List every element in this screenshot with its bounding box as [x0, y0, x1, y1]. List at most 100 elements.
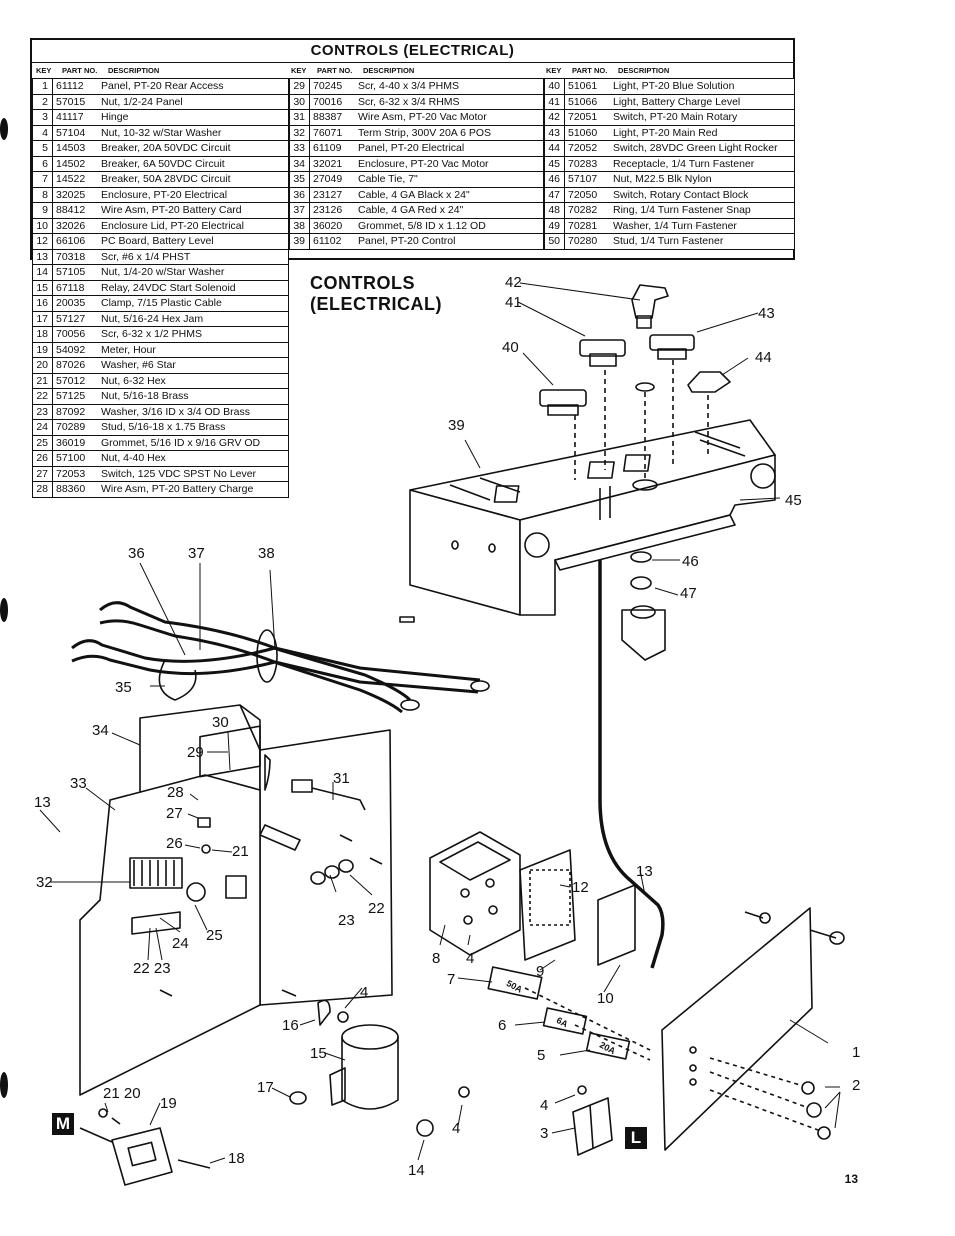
callout-22-23: 22 23: [133, 960, 171, 977]
part-key: 42: [545, 110, 565, 125]
part-key: 30: [290, 94, 310, 109]
part-number: 51061: [568, 80, 598, 92]
part-description: Breaker, 6A 50VDC Circuit: [99, 156, 289, 171]
part-key: 33: [290, 141, 310, 156]
part-number: 14503: [56, 142, 86, 154]
part-number: 70289: [56, 421, 86, 433]
binding-hole-mark: [0, 1072, 8, 1098]
callout-5: 5: [537, 1047, 545, 1064]
part-description: Receptacle, 1/4 Turn Fastener: [611, 156, 795, 171]
part-number: 57012: [56, 374, 86, 387]
part-key: 22: [33, 389, 53, 404]
part-key: 8: [33, 187, 53, 202]
callout-39: 39: [448, 417, 465, 434]
part-key: 43: [545, 125, 565, 140]
part-key: 21: [33, 373, 53, 388]
part-number: 70280: [568, 235, 598, 247]
callout-15: 15: [310, 1045, 327, 1062]
callout-18: 18: [228, 1150, 245, 1167]
part-description: Washer, 3/16 ID x 3/4 OD Brass: [99, 404, 289, 419]
callout-31: 31: [333, 770, 350, 787]
callout-42: 42: [505, 274, 522, 291]
callout-22a: 22: [368, 900, 385, 917]
callout-13b: 13: [636, 863, 653, 880]
callout-13a: 13: [34, 794, 51, 811]
callout-43: 43: [758, 305, 775, 322]
part-description: Wire Asm, PT-20 Battery Card: [99, 203, 289, 218]
callout-37: 37: [188, 545, 205, 562]
part-description: Breaker, 50A 28VDC Circuit: [99, 172, 289, 187]
part-number: 88412: [56, 204, 86, 216]
part-key: 5: [33, 141, 53, 156]
part-number: 61102: [313, 235, 342, 247]
part-key: 27: [33, 466, 53, 481]
callout-14: 14: [408, 1162, 425, 1179]
part-number: 57100: [56, 452, 86, 464]
callout-16: 16: [282, 1017, 299, 1034]
callout-4b: 4: [540, 1097, 548, 1114]
part-number: 27049: [313, 173, 343, 185]
callout-44: 44: [755, 349, 772, 366]
rear-access-panel-drawing: [661, 907, 845, 1151]
part-number: 36020: [313, 219, 343, 232]
part-number: 57015: [56, 95, 86, 108]
part-key: 2: [33, 94, 53, 109]
battery-cables-drawing: [71, 601, 490, 714]
part-key: 14: [33, 265, 53, 280]
part-description: Nut, 1/4-20 w/Star Washer: [99, 265, 289, 280]
callout-35: 35: [115, 679, 132, 696]
panel-switches-drawing: [539, 284, 731, 480]
part-key: 18: [33, 327, 53, 342]
part-description: Scr, #6 x 1/4 PHST: [99, 249, 289, 264]
callout-40: 40: [502, 339, 519, 356]
part-description: Grommet, 5/8 ID x 1.12 OD: [356, 218, 544, 233]
part-key: 44: [545, 141, 565, 156]
callout-41: 41: [505, 294, 522, 311]
part-key: 12: [33, 234, 53, 249]
hour-meter-drawing: [79, 1108, 211, 1186]
part-number: 76071: [313, 126, 343, 139]
callout-7: 7: [447, 971, 455, 988]
part-description: Grommet, 5/16 ID x 9/16 GRV OD: [99, 435, 289, 450]
callout-27: 27: [166, 805, 183, 822]
part-description: Wire Asm, PT-20 Battery Charge: [99, 482, 289, 497]
part-description: Enclosure, PT-20 Electrical: [99, 187, 289, 202]
part-description: Clamp, 7/15 Plastic Cable: [99, 296, 289, 311]
part-number: 36019: [56, 436, 86, 449]
callout-32: 32: [36, 874, 53, 891]
part-key: 31: [290, 110, 310, 125]
callout-24: 24: [172, 935, 189, 952]
part-number: 72051: [568, 111, 598, 123]
part-description: Nut, 5/16-18 Brass: [99, 389, 289, 404]
part-number: 66106: [56, 235, 86, 247]
column-header: KEY PART NO. DESCRIPTION: [36, 65, 160, 75]
part-key: 28: [33, 482, 53, 497]
part-description: Washer, #6 Star: [99, 358, 289, 373]
part-description: Panel, PT-20 Rear Access: [99, 79, 289, 94]
callout-6: 6: [498, 1017, 506, 1034]
part-description: Washer, 1/4 Turn Fastener: [611, 218, 795, 233]
part-number: 32021: [313, 157, 343, 170]
part-number: 23126: [313, 204, 343, 216]
part-number: 14522: [56, 173, 86, 185]
callout-12: 12: [572, 879, 589, 896]
part-description: Stud, 1/4 Turn Fastener: [611, 234, 795, 249]
part-number: 23127: [313, 188, 343, 201]
parts-list-title: CONTROLS (ELECTRICAL): [32, 40, 793, 63]
